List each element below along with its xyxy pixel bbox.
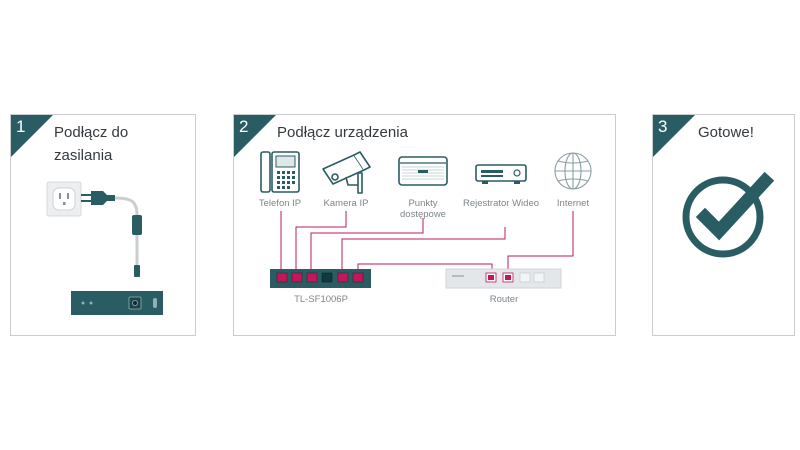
step-3-number: 3 (658, 117, 668, 136)
ip-camera-icon (322, 151, 371, 194)
access-point-label: Punkty dostępowe (383, 198, 463, 220)
step-1-title: Podłącz do zasilania (54, 121, 128, 167)
step-1-corner (11, 115, 53, 157)
power-adapter-icon (132, 215, 142, 235)
dc-plug-icon (134, 265, 140, 277)
step-2-panel: 2 Podłącz urządzenia (233, 114, 616, 336)
switch-front-icon (270, 269, 371, 288)
step-3-panel: 3 Gotowe! (652, 114, 795, 336)
pink-cables (280, 211, 574, 273)
step-3-title: Gotowe! (698, 124, 754, 141)
step-1-title-line1: Podłącz do (54, 124, 129, 141)
access-point-label-line2: dostępowe (400, 209, 446, 220)
step-2-number: 2 (239, 117, 249, 136)
video-recorder-icon (475, 164, 527, 184)
router-icon (445, 268, 562, 289)
cable-camera (295, 211, 347, 273)
access-point-icon (398, 156, 448, 186)
step-2-title: Podłącz urządzenia (277, 124, 408, 141)
ip-phone-label: Telefon IP (258, 198, 302, 209)
switch-label: TL-SF1006P (294, 294, 348, 305)
power-cable (114, 196, 139, 216)
cable-access-point (310, 218, 424, 273)
internet-label: Internet (556, 198, 590, 209)
ip-camera-label: Kamera IP (323, 198, 369, 209)
checkmark-circle-icon (682, 171, 775, 258)
step-1-panel: 1 Podłącz do zasilania (10, 114, 196, 336)
nvr-label: Rejestrator Wideo (462, 198, 540, 209)
step-3-corner (653, 115, 695, 157)
devices-connection-diagram (260, 151, 592, 289)
power-connection-illustration (46, 181, 163, 315)
power-plug-icon (81, 191, 115, 205)
step-1-number: 1 (16, 117, 26, 136)
wall-outlet-icon (46, 181, 82, 217)
step-1-title-line2: zasilania (54, 147, 113, 164)
access-point-label-line1: Punkty (408, 198, 438, 209)
done-illustration (682, 171, 775, 258)
step-2-corner (234, 115, 276, 157)
switch-rear-icon (71, 291, 163, 315)
cable-internet (507, 211, 574, 273)
ip-phone-icon (260, 151, 300, 193)
router-label: Router (489, 294, 519, 305)
cable-nvr (341, 227, 506, 273)
globe-icon (554, 152, 592, 190)
